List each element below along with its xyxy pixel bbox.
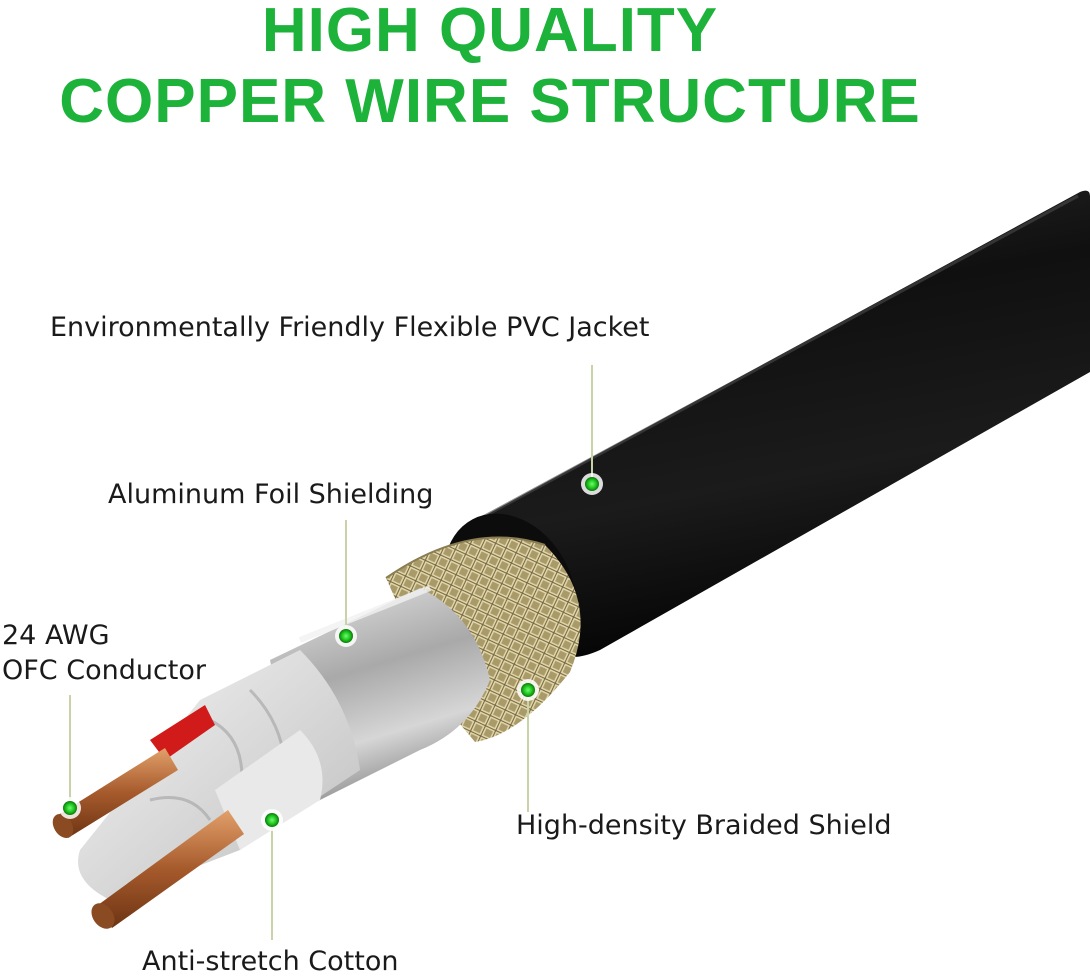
- foil-marker-dot: [335, 625, 357, 647]
- label-braided-shield: High-density Braided Shield: [516, 810, 892, 841]
- leader-lines: [69, 365, 593, 940]
- label-anti-stretch-cotton: Anti-stretch Cotton: [142, 946, 399, 977]
- jacket-marker-dot: [581, 473, 603, 495]
- label-conductor-line-1: 24 AWG: [2, 620, 110, 651]
- red-insulated-conductor: [52, 705, 215, 839]
- label-pvc-jacket: Environmentally Friendly Flexible PVC Ja…: [50, 312, 650, 343]
- title-line-1: HIGH QUALITY: [261, 0, 719, 65]
- conductor-marker-dot: [59, 797, 81, 819]
- label-aluminum-foil: Aluminum Foil Shielding: [108, 479, 434, 510]
- braid-marker-dot: [517, 679, 539, 701]
- title-line-2: COPPER WIRE STRUCTURE: [59, 67, 921, 136]
- white-insulated-conductor: [91, 730, 323, 929]
- label-conductor-line-2: OFC Conductor: [2, 655, 207, 686]
- cotton-marker-dot: [261, 809, 283, 831]
- marker-dots: [59, 473, 603, 831]
